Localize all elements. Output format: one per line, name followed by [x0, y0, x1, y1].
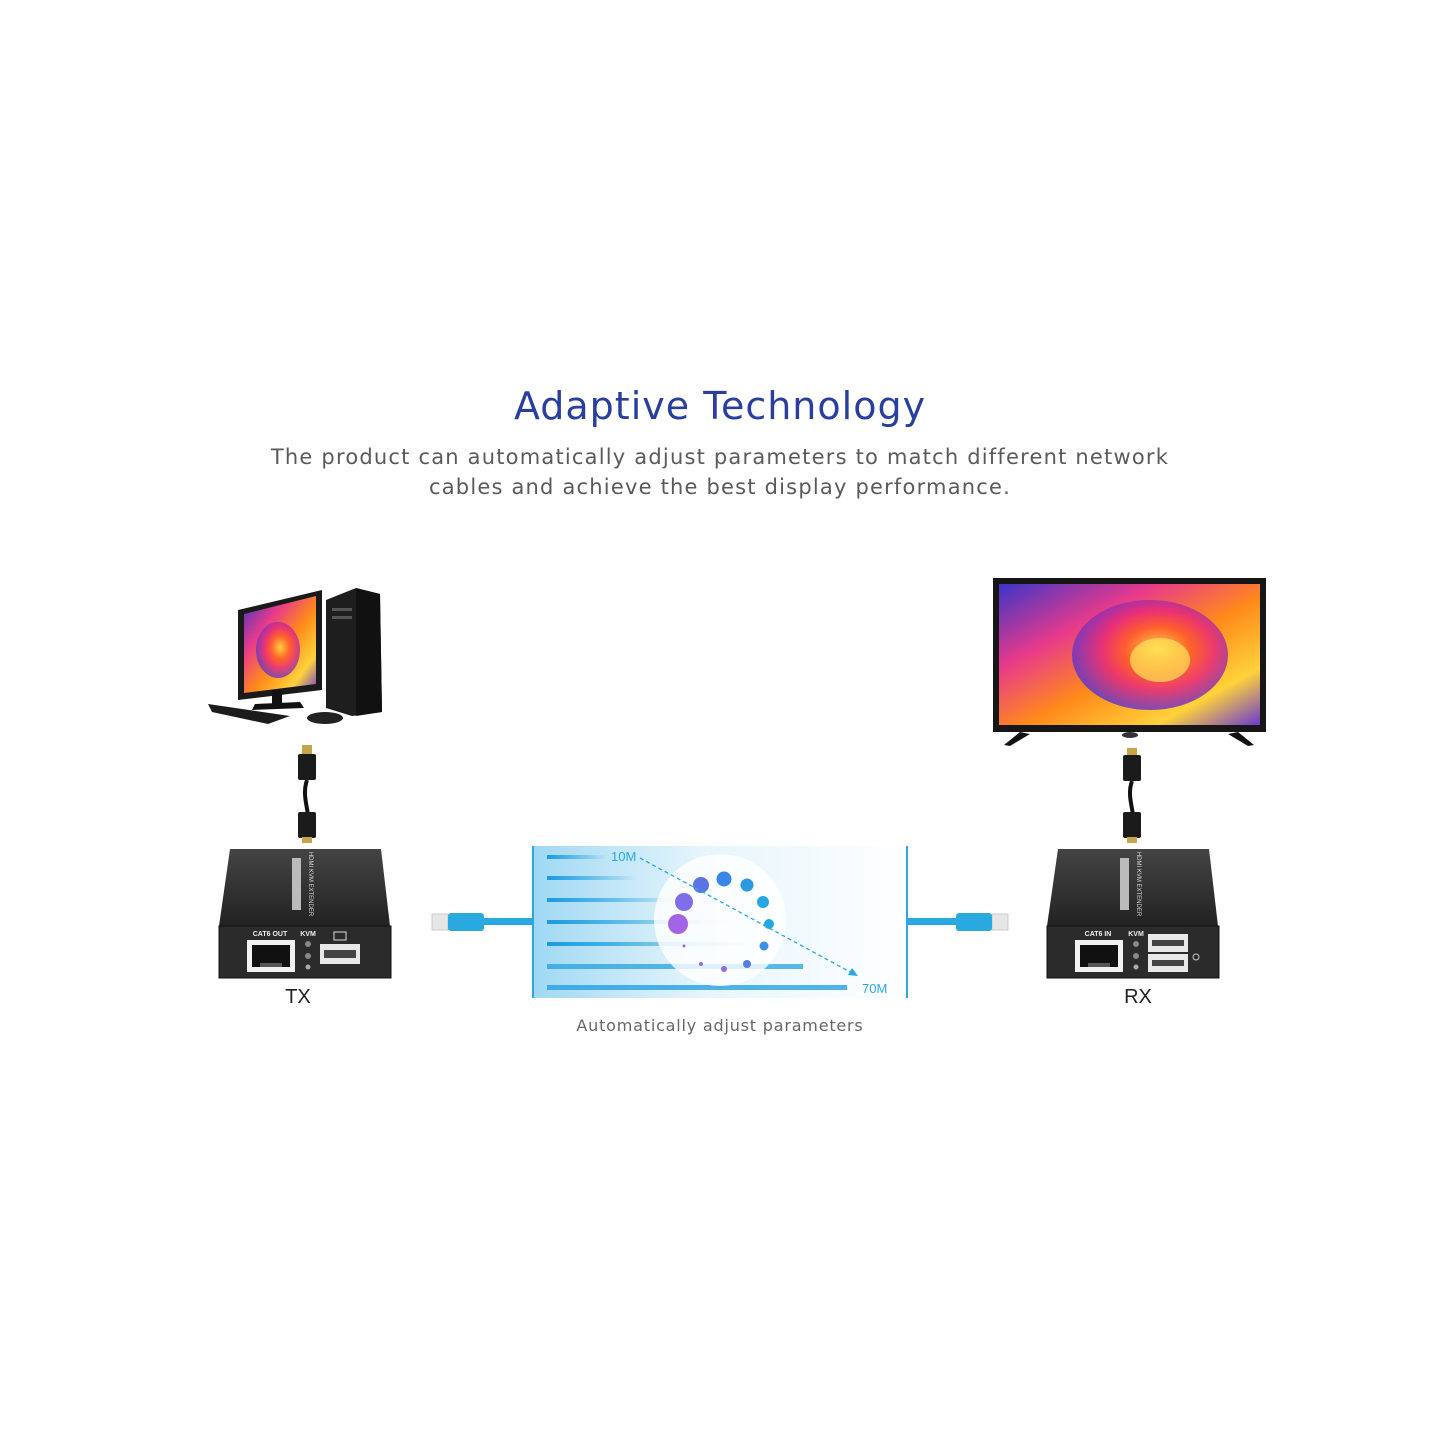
hdmi-cable-icon: [298, 745, 316, 843]
tx-port-label: CAT6 OUT: [253, 931, 288, 938]
loading-spinner-icon: [668, 871, 774, 972]
tx-device-text: HDMI KVM EXTENDER: [307, 852, 313, 917]
rx-device-text: HDMI KVM EXTENDER: [1135, 852, 1141, 917]
panel-caption: Automatically adjust parameters: [576, 1016, 864, 1035]
adaptive-parameter-panel: 10M 70M: [532, 846, 908, 998]
tx-label: TX: [285, 986, 311, 1008]
end-distance-label: 70M: [862, 981, 887, 996]
ethernet-cable-icon: [908, 913, 1009, 931]
hdmi-cable-icon: [1123, 748, 1141, 843]
page-title: Adaptive Technology: [513, 384, 927, 428]
rx-extender-device: HDMI KVM EXTENDER CAT6 IN KVM: [1046, 849, 1220, 979]
page-subtitle: The product can automatically adjust par…: [270, 445, 1170, 499]
television-icon: [993, 578, 1266, 746]
tx-extender-device: HDMI KVM EXTENDER CAT6 OUT KVM: [218, 849, 392, 979]
rx-kvm-label: KVM: [1128, 931, 1144, 938]
ethernet-cable-icon: [431, 913, 532, 931]
tx-kvm-label: KVM: [300, 931, 316, 938]
start-distance-label: 10M: [611, 849, 636, 864]
rx-port-label: CAT6 IN: [1085, 931, 1112, 938]
rx-label: RX: [1124, 986, 1152, 1008]
desktop-computer-icon: [208, 588, 382, 724]
